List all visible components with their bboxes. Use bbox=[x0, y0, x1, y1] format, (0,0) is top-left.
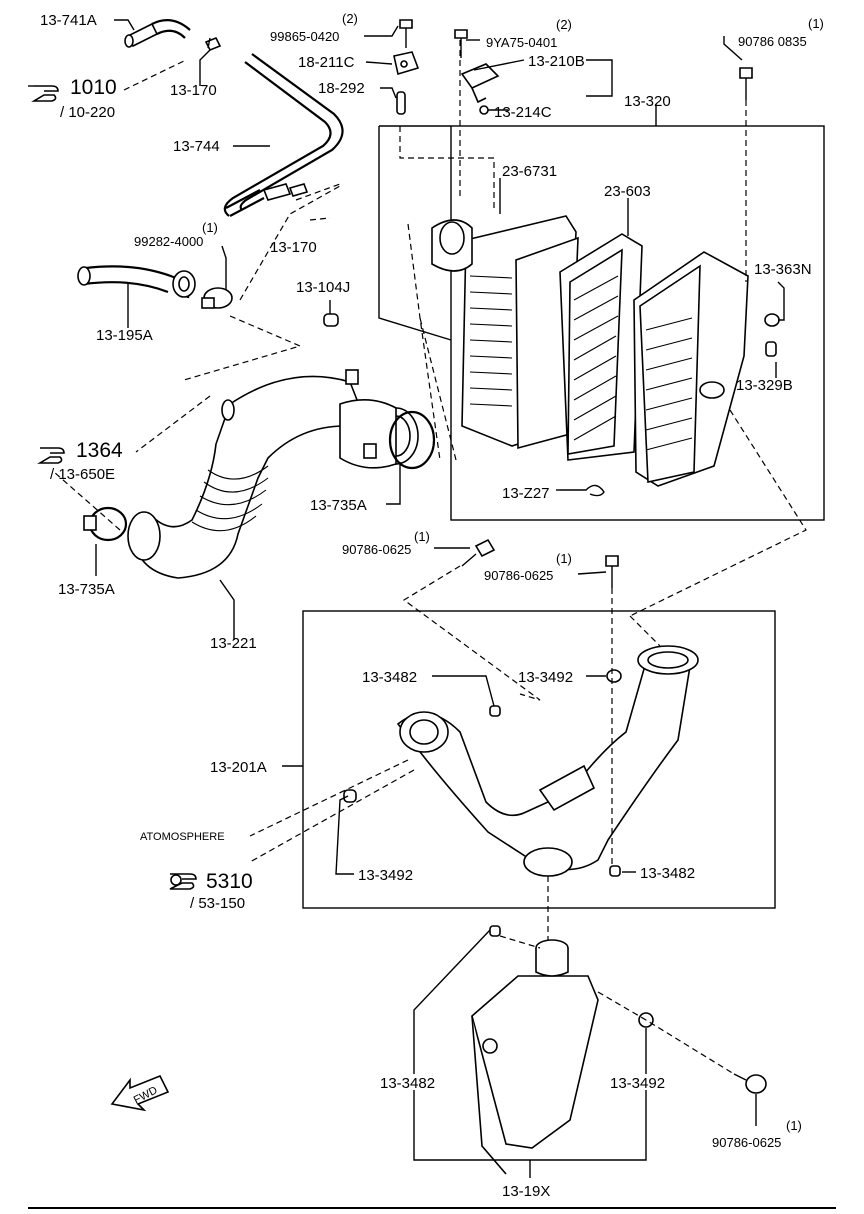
air-cleaner-case-23-6731 bbox=[431, 215, 579, 450]
hose-13-195A bbox=[77, 265, 196, 299]
label-18-292: 18-292 bbox=[318, 80, 365, 97]
label-13-Z27: 13-Z27 bbox=[502, 485, 550, 502]
label-90786-0625-c: 90786-0625 bbox=[712, 1135, 781, 1150]
label-13-214C: 13-214C bbox=[494, 104, 552, 121]
label-13-170-mid: 13-170 bbox=[270, 239, 317, 256]
label-13-735A-upper: 13-735A bbox=[310, 497, 367, 514]
reference-hand-icon bbox=[37, 447, 65, 464]
nut-13-3482-b bbox=[609, 865, 621, 877]
label-13-329B: 13-329B bbox=[736, 377, 793, 394]
oring-13-214C bbox=[479, 105, 489, 115]
clamp-13-735A-upper bbox=[363, 410, 436, 470]
label-13-3482-b: 13-3482 bbox=[640, 865, 695, 882]
nut-13-3492-a bbox=[606, 669, 622, 683]
label-99865-0420: 99865-0420 bbox=[270, 29, 339, 44]
label-90786-0625-b-qty: (1) bbox=[556, 551, 572, 566]
label-90786-0625-a-qty: (1) bbox=[414, 529, 430, 544]
label-23-603: 23-603 bbox=[604, 183, 651, 200]
bolt-90786-0625-a bbox=[461, 538, 496, 567]
label-90786-0625-a: 90786-0625 bbox=[342, 542, 411, 557]
fwd-arrow-icon: FWD bbox=[110, 1074, 170, 1112]
label-13-3492-a: 13-3492 bbox=[518, 669, 573, 686]
hose-13-741A bbox=[124, 19, 191, 48]
clamp-13-735A-lower bbox=[83, 506, 128, 542]
cap-13-329B bbox=[765, 341, 777, 357]
label-13-735A-lower: 13-735A bbox=[58, 581, 115, 598]
ref-1010-number: 1010 bbox=[70, 76, 117, 99]
air-cleaner-cover bbox=[633, 251, 749, 487]
duct-13-201A bbox=[396, 645, 699, 877]
label-9YA75-0401: 9YA75-0401 bbox=[486, 35, 557, 50]
label-13-195A: 13-195A bbox=[96, 327, 153, 344]
case-ribs-1 bbox=[469, 275, 513, 407]
nut-13-3492-b bbox=[343, 789, 357, 803]
plug-18-292 bbox=[396, 91, 406, 115]
nut-13-3482-a bbox=[489, 705, 501, 717]
intake-hose-13-221 bbox=[127, 369, 419, 579]
label-99865-0420-qty: (2) bbox=[342, 11, 358, 26]
grommet-13-363N bbox=[764, 313, 780, 327]
connector-13-170-top bbox=[204, 36, 222, 52]
ref-1364[interactable]: 1364 / 13-650E bbox=[37, 439, 123, 483]
resonator-duct-frame bbox=[302, 610, 776, 909]
resonator-13-19X bbox=[471, 939, 599, 1175]
solenoid-13-210B bbox=[460, 63, 500, 104]
label-90786-0835: 90786 0835 bbox=[738, 34, 807, 49]
label-13-104J: 13-104J bbox=[296, 279, 350, 296]
ref-5310[interactable]: 5310 / 53-150 bbox=[169, 870, 253, 912]
label-99282-4000: 99282-4000 bbox=[134, 234, 203, 249]
bolt-90786-0835 bbox=[739, 67, 753, 100]
label-13-363N: 13-363N bbox=[754, 261, 812, 278]
label-13-19X: 13-19X bbox=[502, 1183, 550, 1200]
plug-13-104J bbox=[323, 313, 339, 327]
label-90786-0835-qty: (1) bbox=[808, 16, 824, 31]
label-13-221: 13-221 bbox=[210, 635, 257, 652]
reference-hand-icon bbox=[169, 873, 197, 890]
label-13-3482-a: 13-3482 bbox=[362, 669, 417, 686]
ref-5310-number: 5310 bbox=[206, 870, 253, 893]
bolt-99865-0420 bbox=[399, 19, 413, 48]
nut-13-3482-c bbox=[489, 925, 501, 937]
label-13-3492-c: 13-3492 bbox=[610, 1075, 665, 1092]
assembly-lines bbox=[53, 40, 807, 1075]
ref-1364-number: 1364 bbox=[76, 439, 123, 462]
label-13-320: 13-320 bbox=[624, 93, 671, 110]
label-9YA75-0401-qty: (2) bbox=[556, 17, 572, 32]
ref-5310-sub: / 53-150 bbox=[190, 895, 245, 912]
bolt-90786-0625-c bbox=[733, 1073, 767, 1094]
leader-lines bbox=[95, 19, 785, 1178]
sensor-18-211C bbox=[393, 51, 420, 76]
ref-1010-sub: / 10-220 bbox=[60, 104, 115, 121]
air-cleaner-box-frame bbox=[450, 125, 825, 521]
label-23-6731: 23-6731 bbox=[502, 163, 557, 180]
connector-13-170-mid bbox=[288, 183, 309, 197]
label-13-3492-b: 13-3492 bbox=[358, 867, 413, 884]
label-13-210B: 13-210B bbox=[528, 53, 585, 70]
clamp-99282-4000 bbox=[201, 287, 233, 309]
label-18-211C: 18-211C bbox=[298, 54, 355, 71]
label-13-741A: 13-741A bbox=[40, 12, 97, 29]
label-13-3482-c: 13-3482 bbox=[380, 1075, 435, 1092]
label-13-744: 13-744 bbox=[173, 138, 220, 155]
hose-13-744 bbox=[223, 53, 344, 217]
ref-1364-sub: / 13-650E bbox=[50, 466, 115, 483]
label-13-170-top: 13-170 bbox=[170, 82, 217, 99]
label-90786-0625-c-qty: (1) bbox=[786, 1118, 802, 1133]
ref-1010[interactable]: 1010 / 10-220 bbox=[28, 76, 117, 121]
air-filter-23-603 bbox=[559, 233, 643, 461]
bolt-9YA75-0401 bbox=[454, 29, 468, 58]
label-13-201A: 13-201A bbox=[210, 759, 267, 776]
label-99282-4000-qty: (1) bbox=[202, 220, 218, 235]
reference-hand-icon bbox=[28, 85, 59, 102]
bolt-90786-0625-b bbox=[605, 555, 619, 588]
label-90786-0625-b: 90786-0625 bbox=[484, 568, 553, 583]
clip-13-Z27 bbox=[560, 484, 605, 497]
atmosphere-note: ATOMOSPHERE bbox=[140, 831, 225, 843]
